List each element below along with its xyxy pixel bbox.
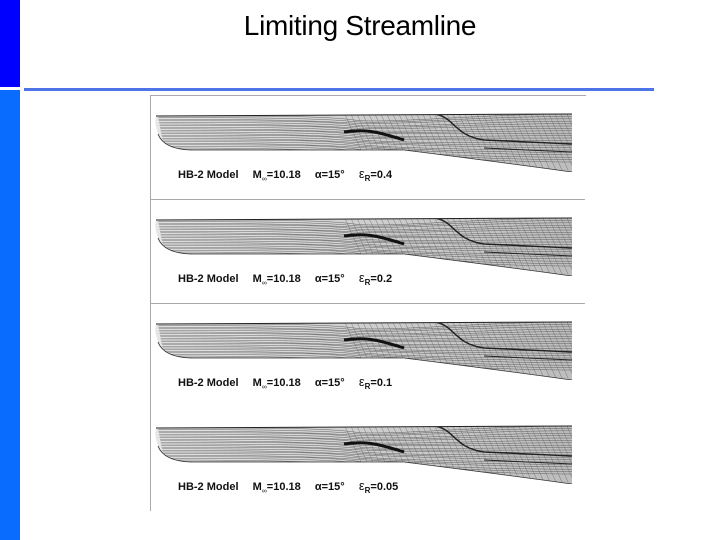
epsilon-label: ε (358, 166, 365, 181)
panel-caption: HB-2 Model M∞=10.18 α=15° εR=0.4 (178, 166, 392, 183)
streamline-panel: HB-2 Model M∞=10.18 α=15° εR=0.1 (150, 304, 585, 408)
mach-subscript: ∞ (261, 280, 267, 287)
epsilon-subscript: R (364, 382, 371, 391)
model-name: HB-2 Model (178, 377, 239, 389)
epsilon-subscript: R (364, 486, 371, 495)
mach-value: =10.18 (266, 273, 301, 285)
epsilon-label: ε (358, 478, 365, 493)
mach-subscript: ∞ (261, 384, 267, 391)
panel-caption: HB-2 Model M∞=10.18 α=15° εR=0.05 (178, 478, 398, 495)
streamline-plot (155, 217, 572, 276)
mach-label: M (252, 273, 262, 285)
slide-title: Limiting Streamline (243, 10, 477, 41)
model-name: HB-2 Model (178, 481, 239, 493)
panel-separator (150, 303, 585, 304)
alpha-label: α=15° (314, 169, 345, 181)
model-name: HB-2 Model (178, 169, 239, 181)
panel-caption: HB-2 Model M∞=10.18 α=15° εR=0.1 (178, 374, 392, 391)
epsilon-subscript: R (364, 278, 371, 287)
alpha-label: α=15° (314, 481, 345, 493)
mach-label: M (252, 377, 262, 389)
left-accent-bar-top (0, 0, 20, 87)
panel-caption: HB-2 Model M∞=10.18 α=15° εR=0.2 (178, 270, 392, 287)
mach-value: =10.18 (266, 481, 301, 493)
mach-subscript: ∞ (261, 176, 267, 183)
epsilon-subscript: R (364, 174, 371, 183)
streamline-plot (155, 425, 572, 484)
epsilon-label: ε (358, 270, 365, 285)
mach-value: =10.18 (266, 377, 301, 389)
mach-value: =10.18 (266, 169, 301, 181)
mach-label: M (252, 169, 262, 181)
epsilon-label: ε (358, 374, 365, 389)
streamline-plot (155, 321, 572, 380)
mach-label: M (252, 481, 262, 493)
epsilon-value: =0.1 (370, 377, 393, 389)
title-divider (24, 88, 654, 91)
epsilon-value: =0.05 (370, 481, 399, 493)
left-accent-bar-bottom (0, 90, 20, 540)
epsilon-value: =0.4 (370, 169, 393, 181)
streamline-panel: HB-2 Model M∞=10.18 α=15° εR=0.4 (150, 96, 585, 200)
alpha-label: α=15° (314, 377, 345, 389)
streamline-panel: HB-2 Model M∞=10.18 α=15° εR=0.05 (150, 408, 585, 512)
alpha-label: α=15° (314, 273, 345, 285)
streamline-plot (155, 113, 572, 172)
mach-subscript: ∞ (261, 488, 267, 495)
streamline-panel: HB-2 Model M∞=10.18 α=15° εR=0.2 (150, 200, 585, 304)
panel-separator (150, 199, 585, 200)
epsilon-value: =0.2 (370, 273, 393, 285)
model-name: HB-2 Model (178, 273, 239, 285)
